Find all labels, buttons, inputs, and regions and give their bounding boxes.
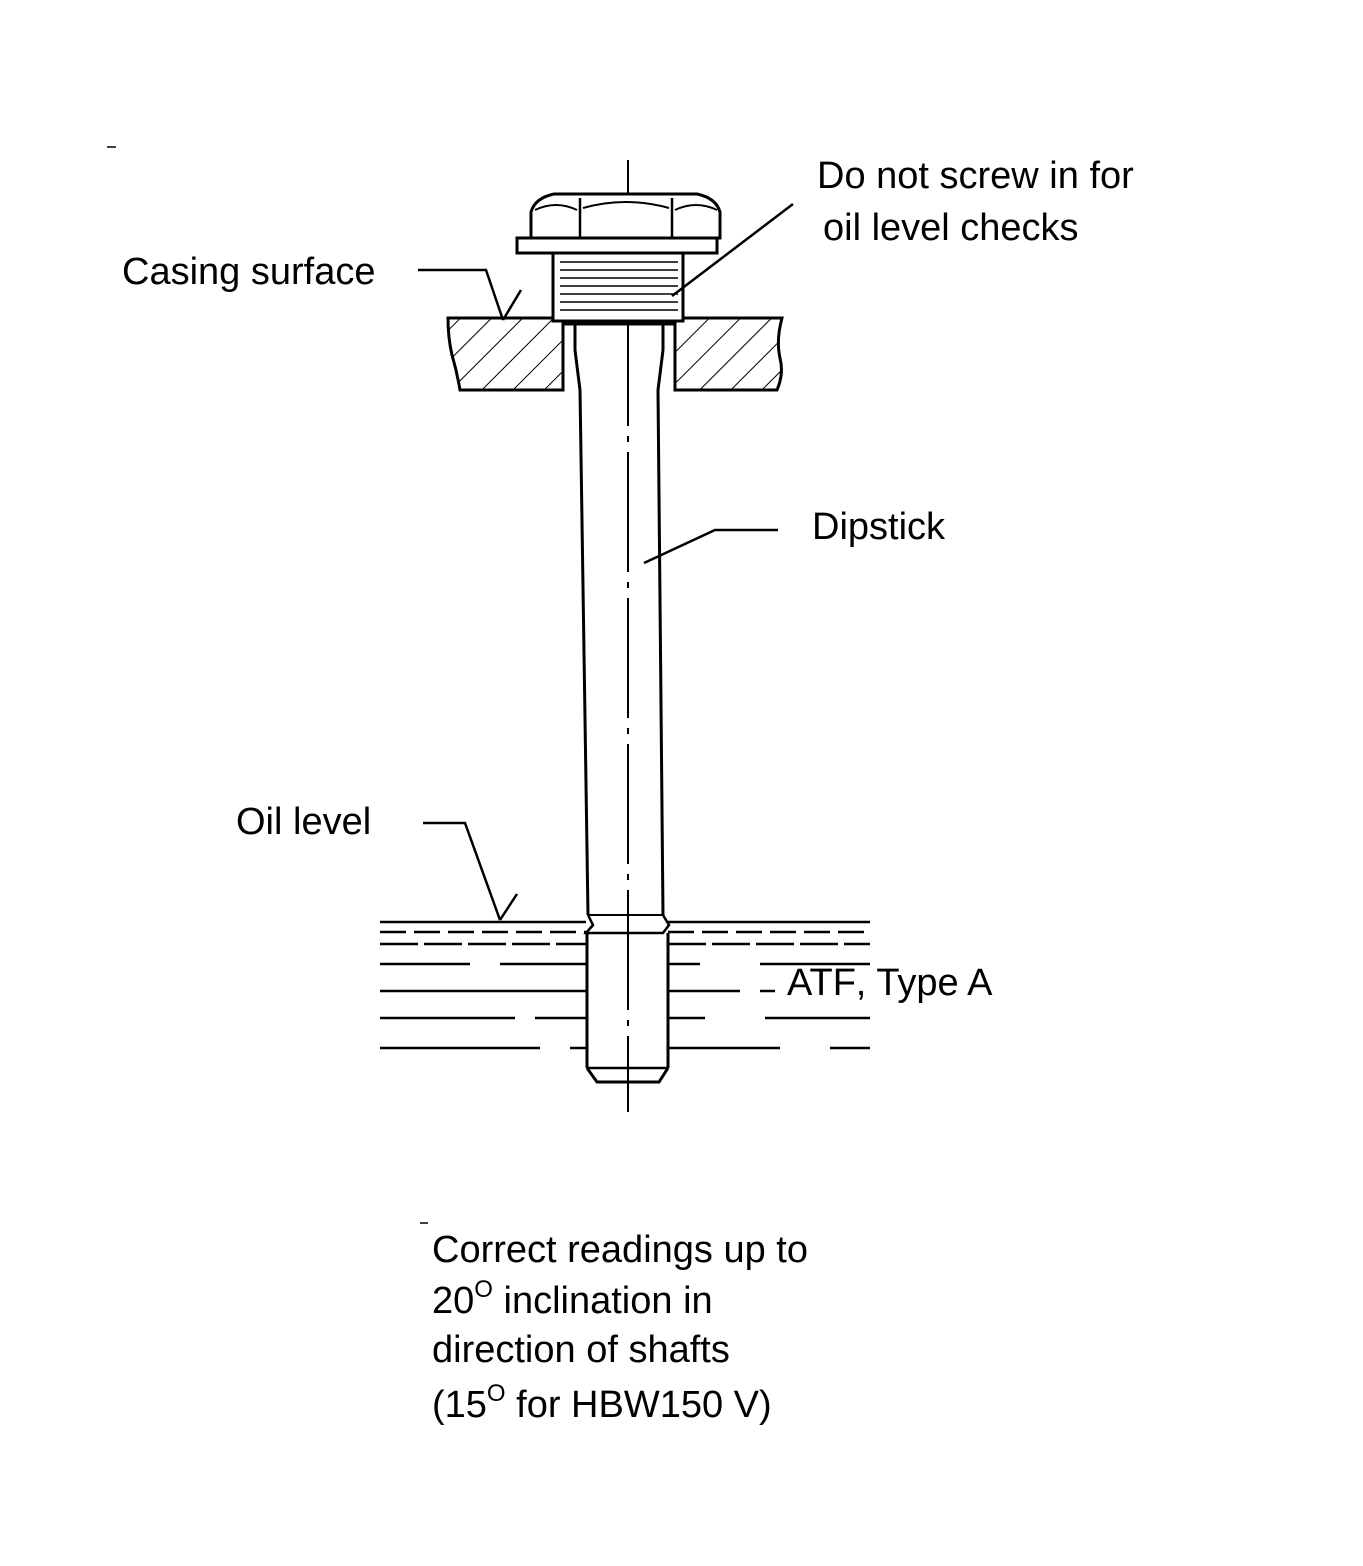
note-line2: 20O inclination in [432, 1276, 713, 1322]
oil-level-label: Oil level [236, 801, 371, 843]
fluid-label: ATF,Type A [787, 962, 993, 1004]
casing-surface-tick [501, 289, 523, 321]
dipstick-rod [578, 389, 671, 1084]
oil-surface [380, 920, 870, 946]
oil-level-tick [498, 893, 519, 921]
screw-note-leader [671, 203, 794, 297]
hex-head [515, 192, 722, 255]
inclination-note: Correct readings up to 20O inclination i… [432, 1229, 808, 1426]
oil-level-leader [423, 821, 502, 921]
note-line1: Correct readings up to [432, 1229, 808, 1271]
note-line3: direction of shafts [432, 1329, 730, 1371]
casing-surface-label: Casing surface [122, 251, 375, 293]
dipstick-label: Dipstick [812, 506, 946, 548]
casing-surface-leader [418, 268, 505, 321]
screw-note-line2: oil level checks [823, 207, 1079, 249]
oil-fluid [380, 962, 870, 1050]
casing-section [446, 316, 784, 392]
note-line4: (15O for HBW150 V) [432, 1380, 772, 1426]
threaded-shank [551, 251, 685, 323]
screw-note-line1: Do not screw in for [817, 155, 1134, 197]
dipstick-leader [643, 528, 778, 565]
